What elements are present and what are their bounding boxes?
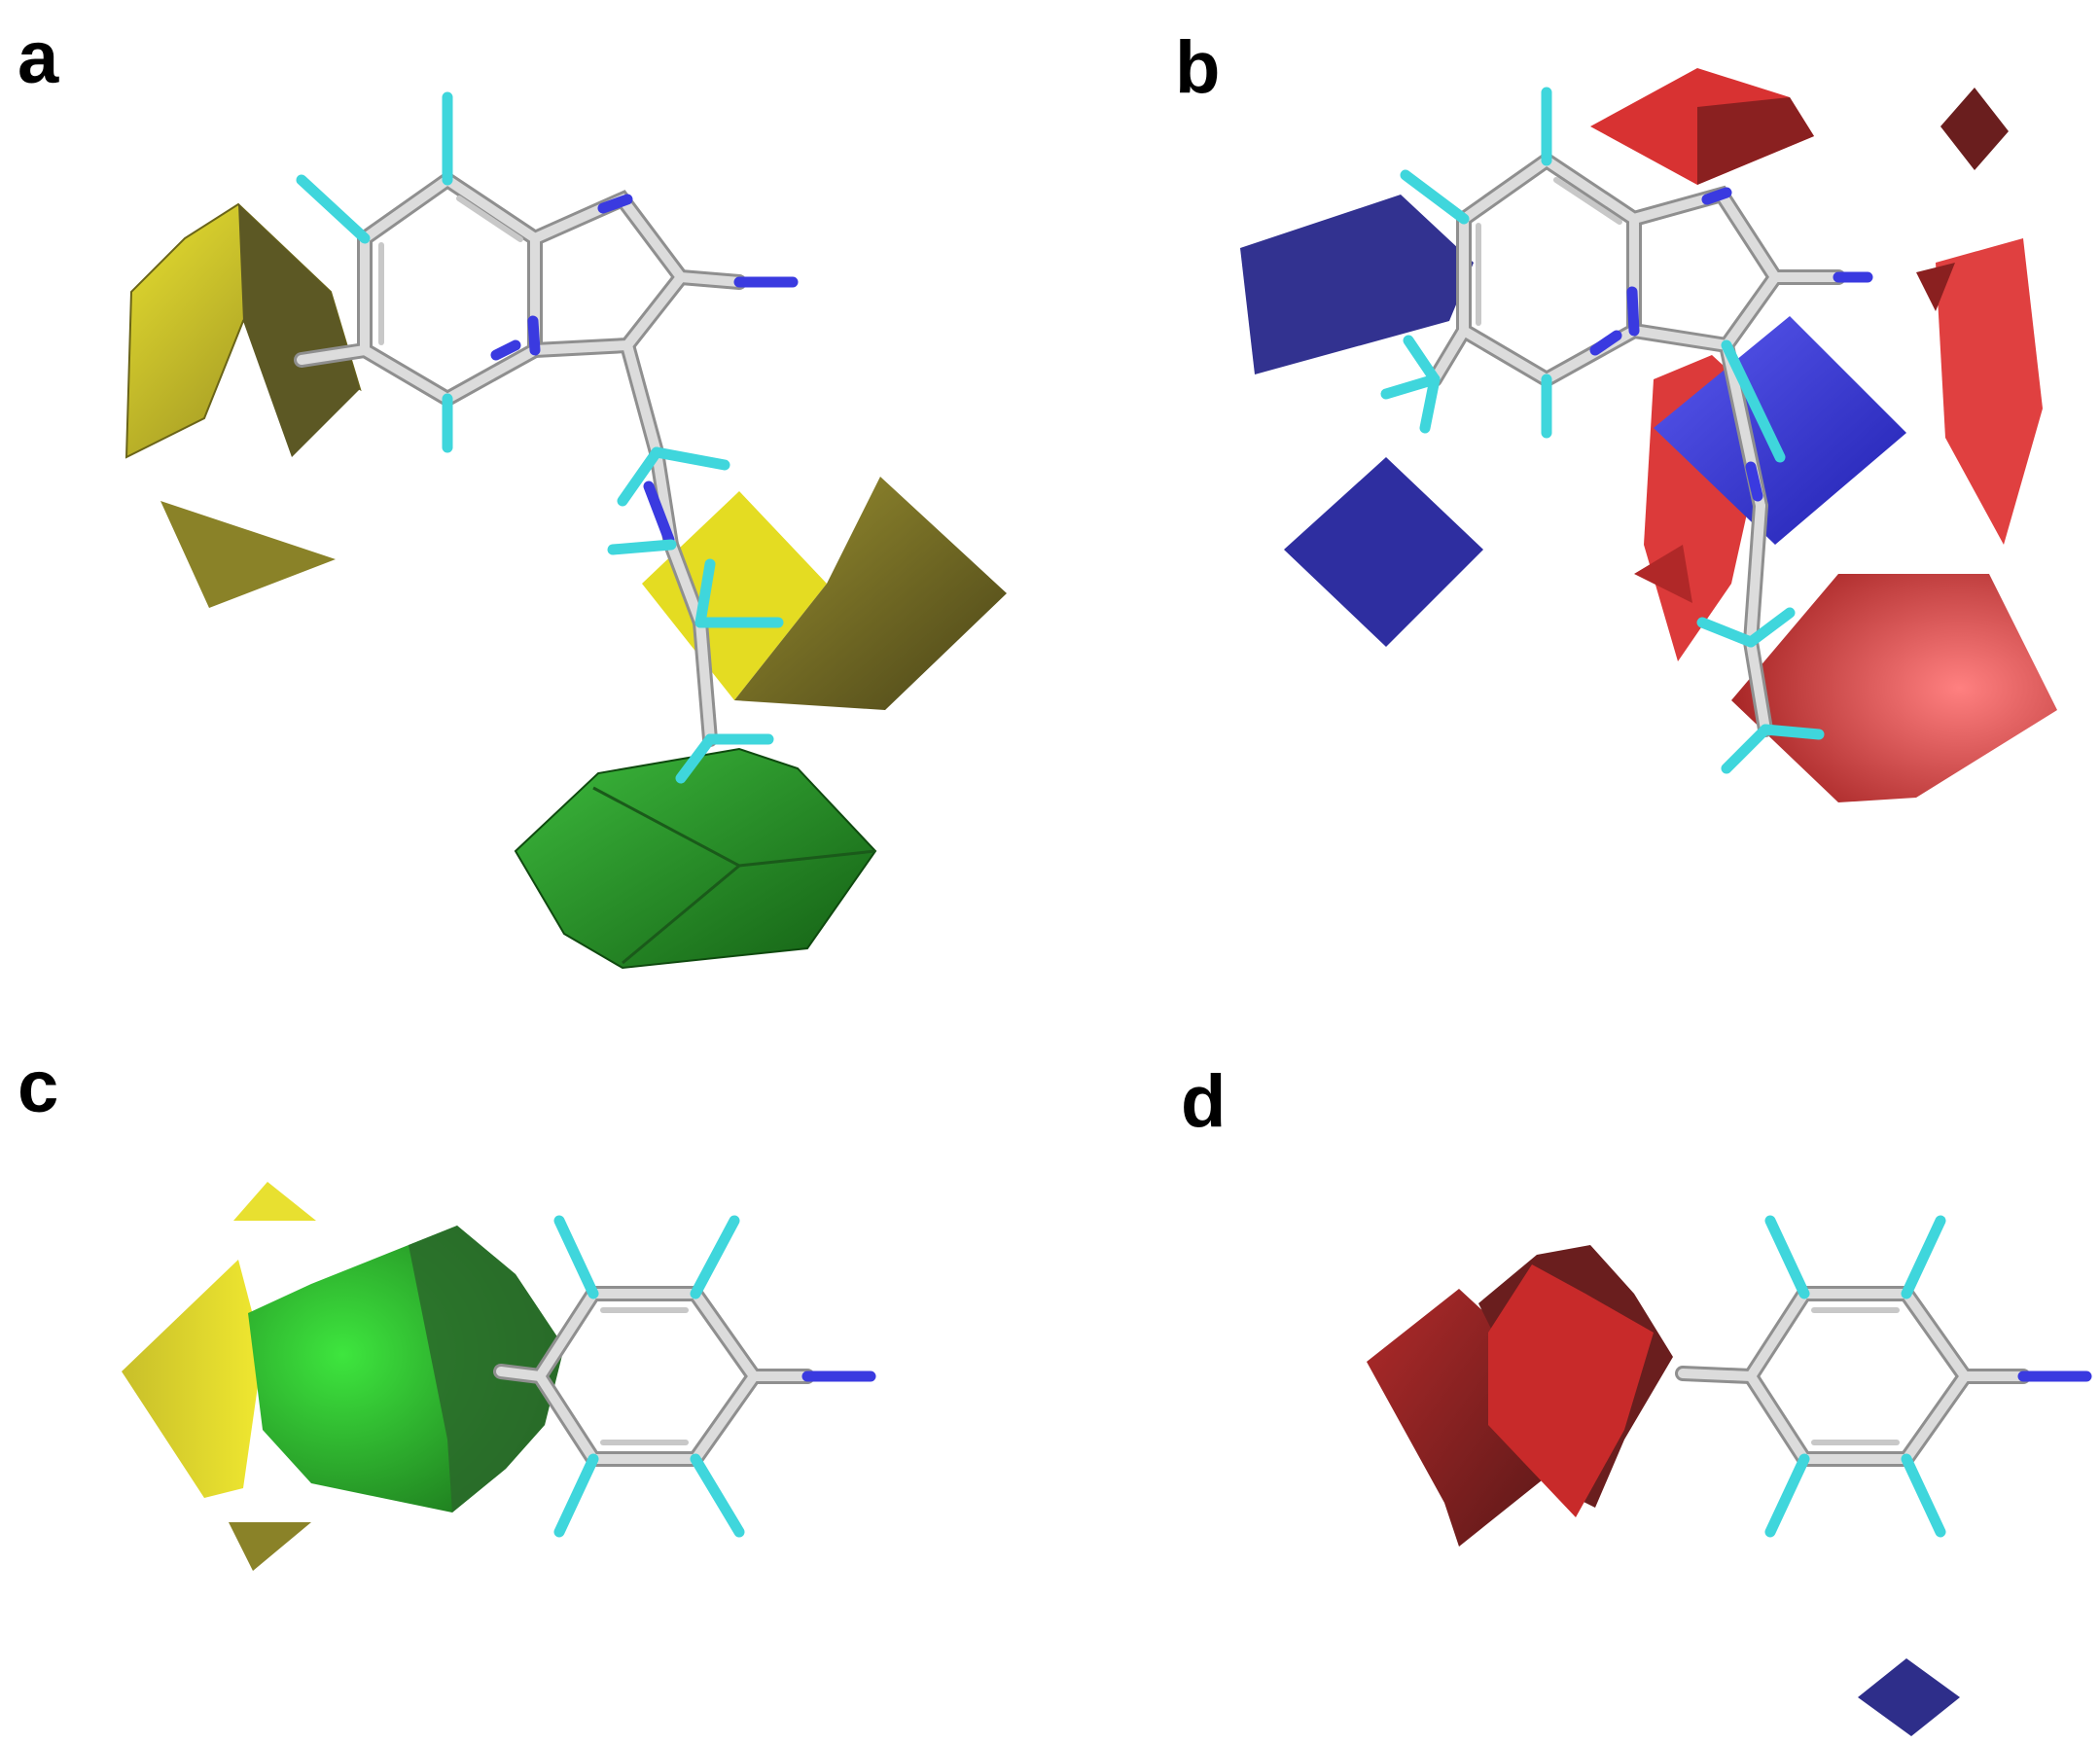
electronegative-favorable-contour <box>1634 545 1692 603</box>
steric-unfavorable-contour <box>734 477 1007 710</box>
steric-favorable-contour <box>409 1226 564 1513</box>
panel-a: a <box>0 0 1050 973</box>
molecule-bicyclic-aminopyridine-ligand <box>294 91 799 784</box>
panel-label-a: a <box>18 17 59 99</box>
molecule-aniline-fragment <box>1675 1215 2092 1538</box>
electropositive-favorable-contour <box>1284 457 1483 647</box>
panel-d: d <box>1167 1012 2100 1744</box>
molecule-bicyclic-aminopyridine-ligand <box>1380 87 1873 774</box>
panel-b-figure <box>1240 68 2057 802</box>
steric-unfavorable-contour <box>238 204 360 457</box>
steric-unfavorable-contour <box>233 1182 316 1221</box>
panel-d-figure <box>1367 1215 2092 1736</box>
electropositive-favorable-contour <box>1858 1658 1960 1736</box>
steric-unfavorable-contour <box>642 491 827 700</box>
electronegative-favorable-contour <box>1936 238 2043 545</box>
panel-label-d: d <box>1181 1060 1227 1143</box>
panel-a-figure <box>125 91 1007 970</box>
electronegative-favorable-contour <box>1697 97 1814 185</box>
electropositive-favorable-contour <box>1240 195 1474 374</box>
contour-facet-line <box>738 849 876 868</box>
panel-c: c <box>0 1012 1050 1744</box>
panel-label-b: b <box>1175 26 1221 109</box>
electropositive-favorable-contour <box>1654 316 1906 545</box>
steric-favorable-contour <box>514 747 877 970</box>
molecule-aniline-fragment <box>493 1215 876 1538</box>
panel-b: b <box>1167 0 2100 973</box>
steric-unfavorable-contour <box>122 1260 263 1498</box>
panel-c-figure <box>122 1182 876 1571</box>
electronegative-favorable-contour <box>1488 1264 1654 1517</box>
steric-unfavorable-contour <box>229 1522 311 1571</box>
electronegative-favorable-contour <box>1916 263 1955 311</box>
steric-unfavorable-contour <box>160 501 336 608</box>
electronegative-favorable-contour <box>1731 574 2057 802</box>
electronegative-favorable-contour <box>1940 88 2009 170</box>
panel-label-c: c <box>18 1046 59 1128</box>
